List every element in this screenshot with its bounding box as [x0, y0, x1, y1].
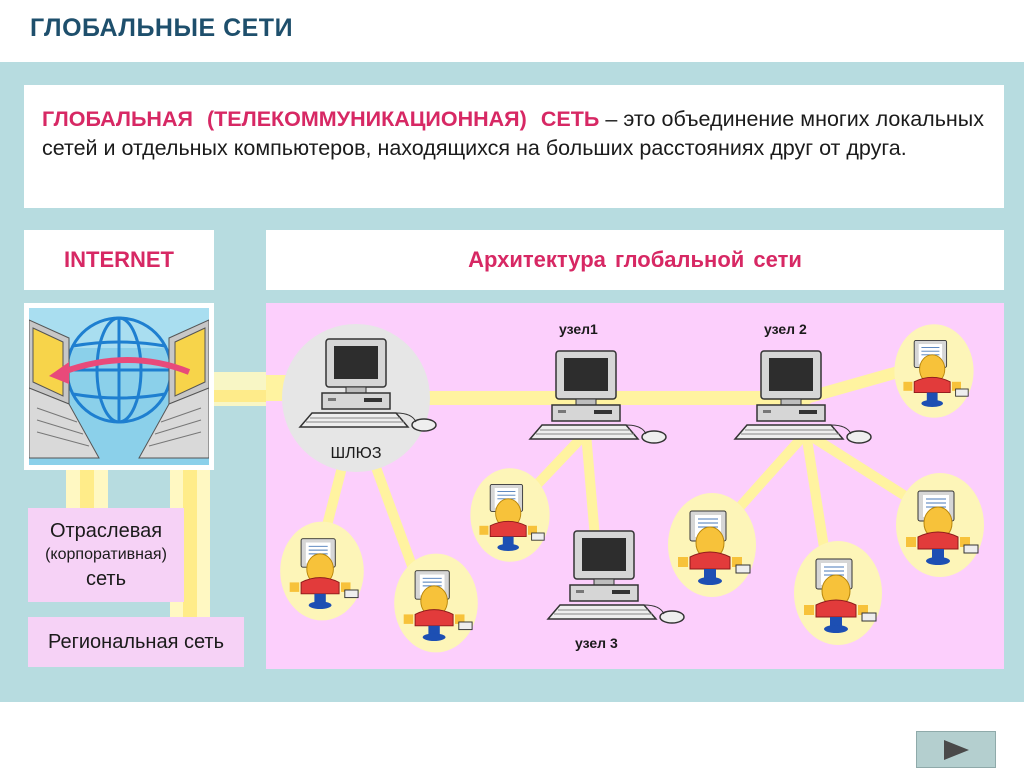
architecture-title: Архитектура глобальной сети: [266, 230, 1004, 290]
network-architecture-diagram: ШЛЮЗ узел1 узел 2 узел 3: [266, 303, 1004, 669]
branch-network-box: Отраслевая (корпоративная) сеть: [28, 508, 184, 602]
user-workstation-icon: [393, 553, 479, 653]
internet-label: INTERNET: [24, 230, 214, 290]
node-2-label: узел 2: [764, 321, 807, 337]
branch-network-label: Отраслевая: [49, 520, 163, 542]
next-slide-button[interactable]: [916, 731, 996, 768]
node-3-computer-icon: [547, 530, 685, 624]
node-1-label: узел1: [559, 321, 598, 337]
internet-globe-icon: [29, 308, 209, 465]
user-workstation-icon: [469, 467, 551, 563]
branch-network-sublabel: (корпоративная): [45, 546, 167, 563]
definition-box: ГЛОБАЛЬНАЯ (ТЕЛЕКОММУНИКАЦИОННАЯ) СЕТЬ –…: [24, 85, 1004, 208]
user-workstation-icon: [893, 323, 975, 419]
user-workstation-icon: [279, 521, 365, 621]
internet-illustration: [24, 303, 214, 470]
user-workstation-icon: [667, 492, 757, 598]
gateway-label: ШЛЮЗ: [330, 445, 382, 462]
user-workstation-icon: [793, 540, 883, 646]
regional-network-box: Региональная сеть: [28, 617, 244, 667]
play-triangle-icon: [944, 739, 969, 760]
branch-network-word: сеть: [85, 568, 127, 590]
definition-text: – это объединение многих локальных сетей…: [42, 107, 984, 160]
node-3-label: узел 3: [575, 635, 618, 651]
page-title: ГЛОБАЛЬНЫЕ СЕТИ: [30, 14, 294, 42]
user-workstation-icon: [895, 472, 985, 578]
definition-term: ГЛОБАЛЬНАЯ (ТЕЛЕКОММУНИКАЦИОННАЯ) СЕТЬ: [42, 107, 600, 131]
gateway-node: [282, 324, 437, 472]
